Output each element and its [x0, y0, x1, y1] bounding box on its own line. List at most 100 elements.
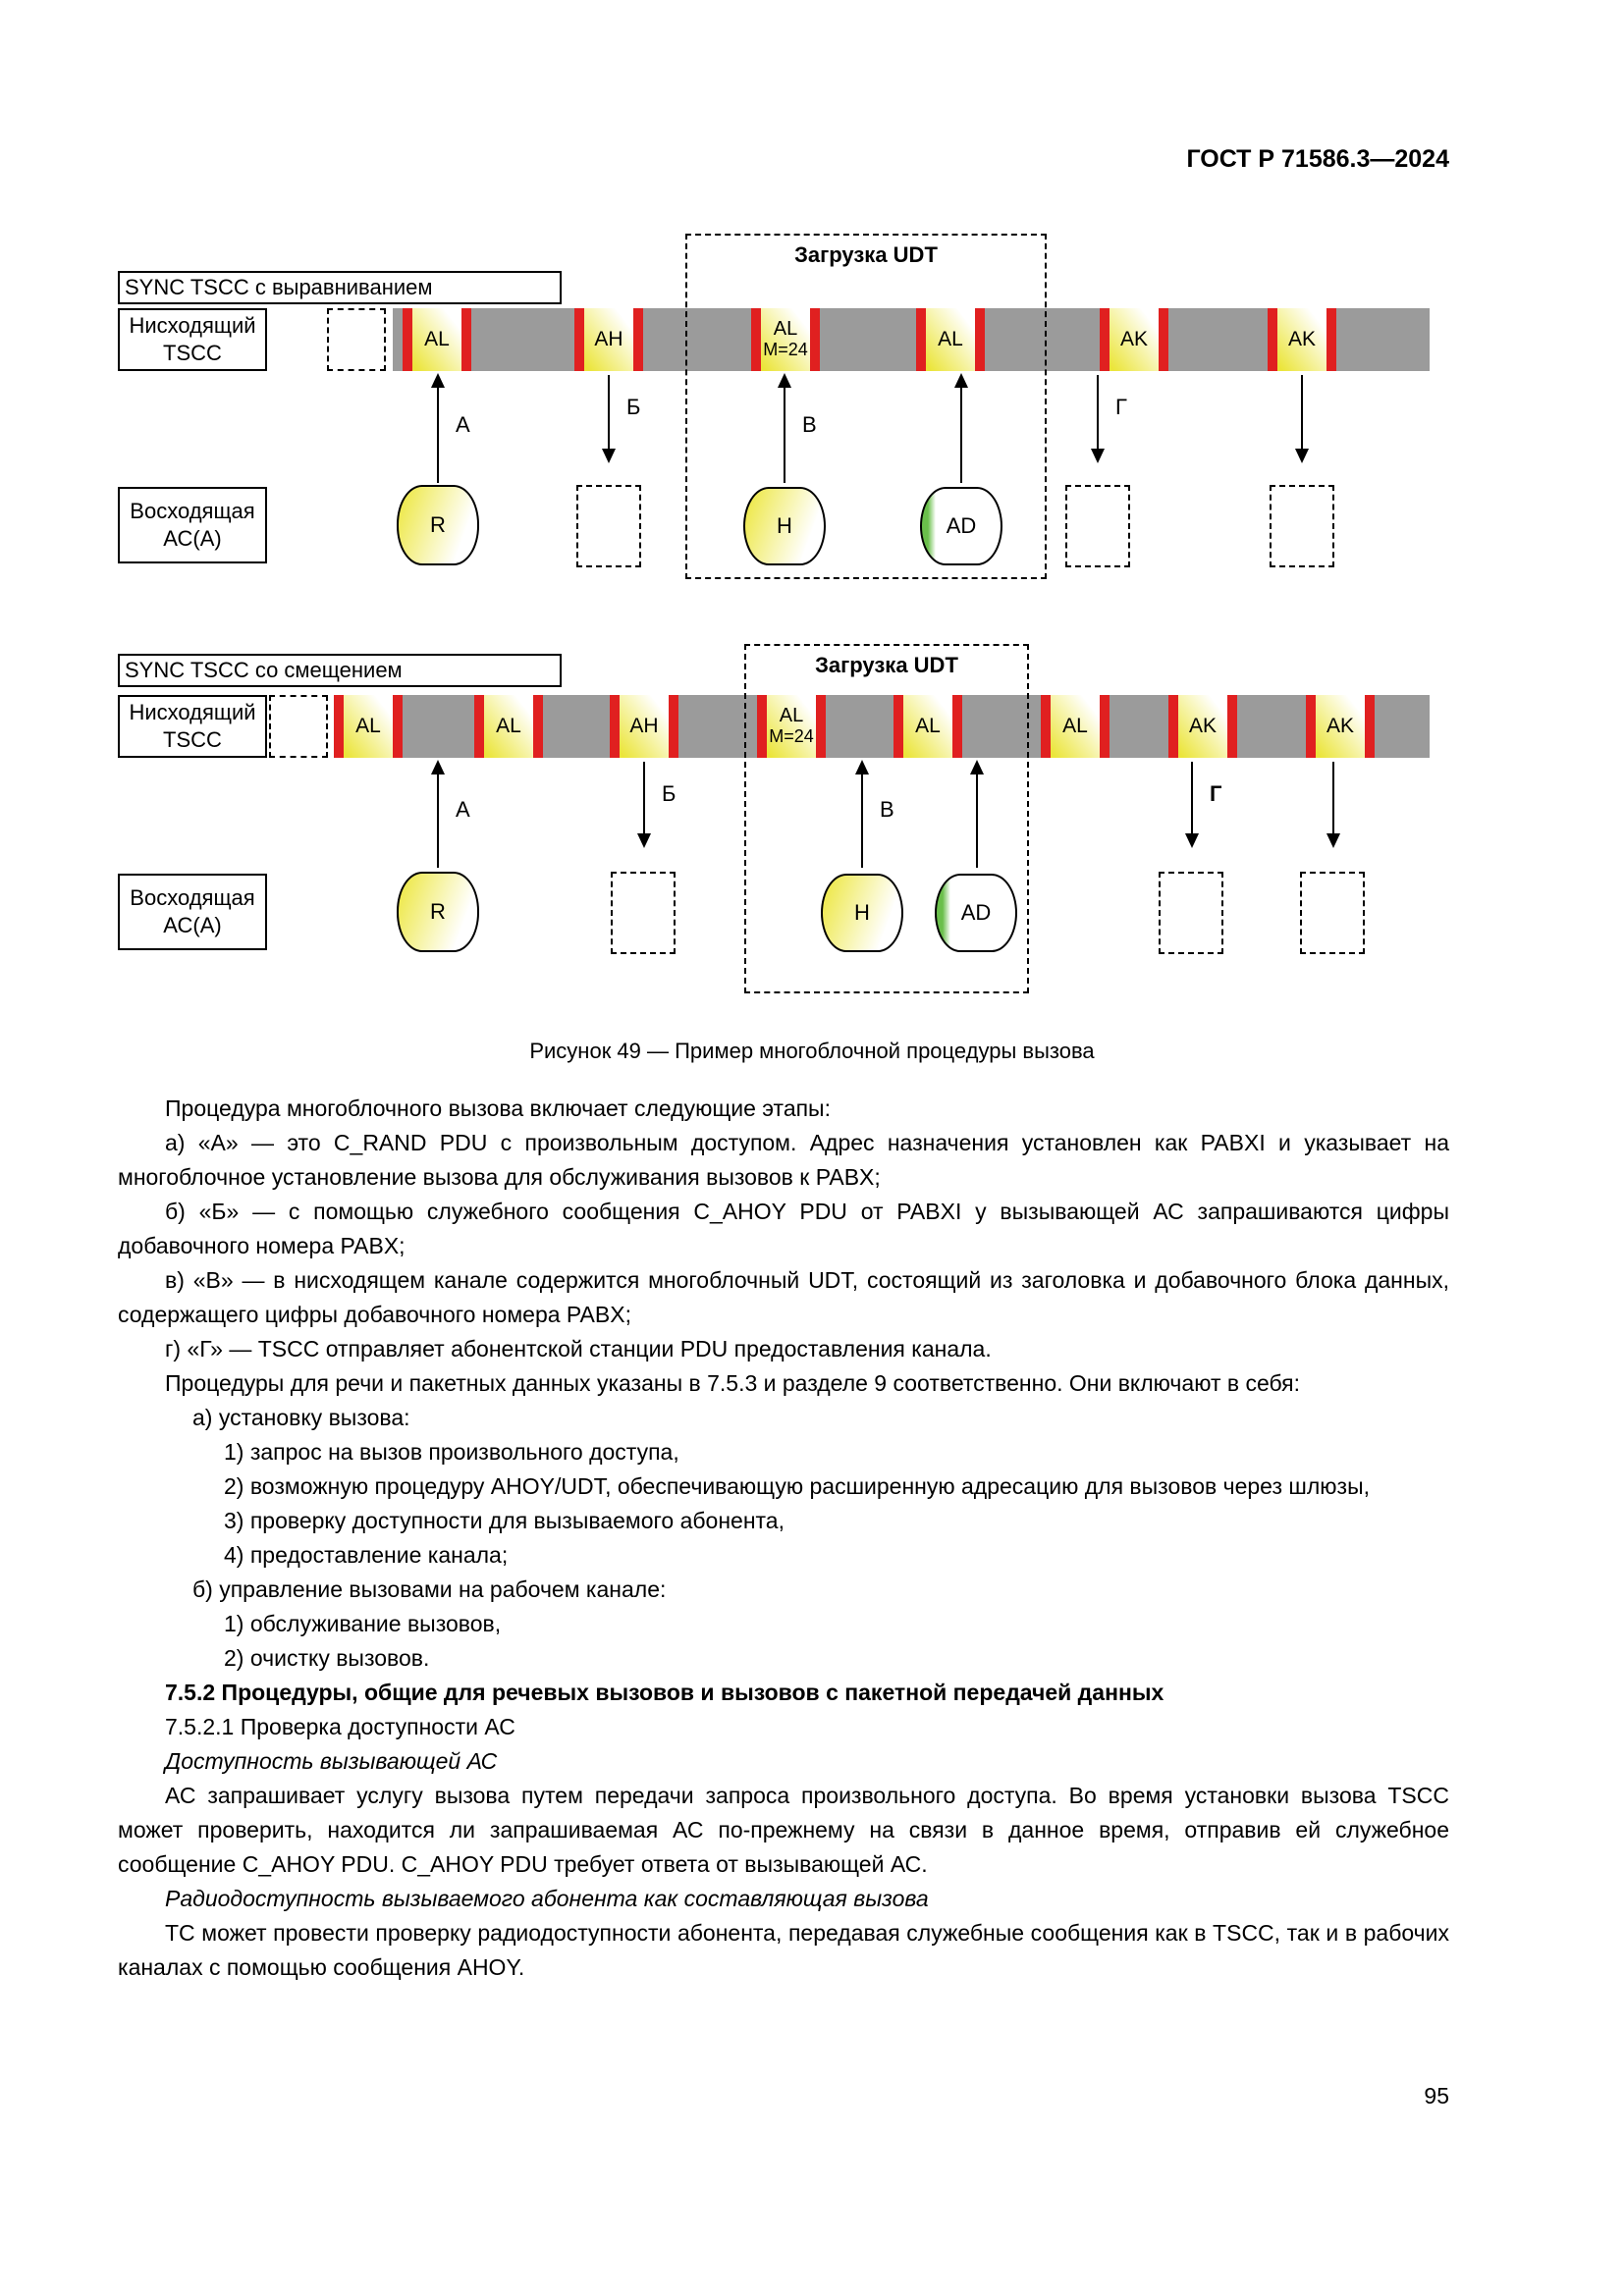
arrow-down-g — [1091, 375, 1105, 463]
uplink-block-h: H — [821, 874, 903, 952]
arrow-down-b — [602, 375, 616, 463]
downlink-channel-label: Нисходящий TSCC — [118, 308, 267, 371]
arrow-label-a: А — [456, 797, 470, 822]
uplink-label-line2: АС(А) — [163, 913, 222, 937]
uplink-channel-label: Восходящая АС(А) — [118, 487, 267, 563]
udt-load-label: Загрузка UDT — [815, 653, 958, 677]
sync-title-offset: SYNC TSCC со смещением — [118, 654, 562, 687]
arrow-label-v: В — [802, 412, 817, 437]
sync-title-aligned: SYNC TSCC с выравниванием — [118, 271, 562, 304]
tscc-slot-ak: AK — [1168, 695, 1237, 758]
arrow-label-a: А — [456, 412, 470, 437]
uplink-block-r: R — [397, 872, 479, 952]
slot-label: AK — [1326, 715, 1354, 737]
arrow-down-ak — [1295, 375, 1309, 463]
slot-label: AK — [1119, 328, 1148, 350]
tscc-slot-al: AL — [916, 308, 985, 371]
empty-uplink-box — [611, 872, 676, 954]
sync-title-text: SYNC TSCC со смещением — [125, 658, 403, 682]
arrow-label-g: Г — [1210, 781, 1222, 806]
empty-uplink-box — [1065, 485, 1130, 567]
arrow-down-g — [1185, 762, 1199, 848]
figure-caption: Рисунок 49 — Пример многоблочной процеду… — [529, 1039, 1095, 1063]
section-heading: 7.5.2 Процедуры, общие для речевых вызов… — [165, 1680, 1164, 1705]
arrow-up-ad — [970, 760, 984, 868]
empty-slot-box — [269, 695, 328, 758]
paragraph: ТС может провести проверку радиодоступно… — [118, 1920, 1449, 1980]
slot-label: AL — [915, 715, 941, 737]
uplink-label-line1: Восходящая — [130, 499, 255, 523]
uplink-block-h: H — [743, 487, 826, 565]
paragraph: б) «Б» — с помощью служебного сообщения … — [118, 1199, 1449, 1258]
slot-label: AL — [938, 328, 963, 350]
body-text: Процедура многоблочного вызова включает … — [118, 1092, 1449, 1985]
arrow-up-ad — [954, 373, 968, 483]
slot-label: AH — [629, 715, 659, 737]
udt-load-box: Загрузка UDT — [744, 644, 1029, 993]
tscc-slot-ak: AK — [1268, 308, 1336, 371]
tscc-slot-al: AL — [474, 695, 543, 758]
arrow-label-b: Б — [626, 395, 641, 419]
uplink-label-line1: Восходящая — [130, 885, 255, 910]
arrow-label-v: В — [880, 797, 894, 822]
block-label: R — [430, 512, 446, 537]
slot-label: AL — [773, 318, 798, 340]
empty-uplink-box — [1159, 872, 1223, 954]
tscc-downlink-strip — [393, 308, 1430, 371]
list-item: 3) проверку доступности для вызываемого … — [224, 1508, 785, 1533]
downlink-label-line2: TSCC — [163, 341, 222, 365]
slot-label: AK — [1287, 328, 1316, 350]
paragraph: АС запрашивает услугу вызова путем перед… — [118, 1783, 1449, 1877]
block-label: H — [854, 900, 870, 925]
tscc-slot-al: AL — [1041, 695, 1110, 758]
italic-heading: Радиодоступность вызываемого абонента ка… — [165, 1886, 929, 1911]
italic-heading: Доступность вызывающей АС — [165, 1748, 498, 1774]
slot-label: AL — [779, 705, 804, 726]
downlink-label-line1: Нисходящий — [129, 313, 256, 338]
list-item: б) управление вызовами на рабочем канале… — [192, 1576, 667, 1602]
doc-number: ГОСТ Р 71586.3—2024 — [1186, 145, 1449, 173]
slot-label: AH — [594, 328, 623, 350]
arrow-up-v — [778, 373, 791, 483]
slot-label: AK — [1188, 715, 1217, 737]
empty-uplink-box — [576, 485, 641, 567]
list-item: 1) запрос на вызов произвольного доступа… — [224, 1439, 679, 1465]
downlink-channel-label: Нисходящий TSCC — [118, 695, 267, 758]
slot-label: AL — [424, 328, 450, 350]
arrow-label-b: Б — [662, 781, 677, 806]
arrow-label-g: Г — [1115, 395, 1127, 419]
tscc-slot-ak: AK — [1306, 695, 1375, 758]
uplink-block-r: R — [397, 485, 479, 565]
tscc-slot-ak: AK — [1100, 308, 1168, 371]
slot-sublabel: M=24 — [763, 340, 808, 359]
list-item: 2) возможную процедуру AHOY/UDT, обеспеч… — [224, 1473, 1370, 1499]
uplink-block-ad: AD — [920, 487, 1002, 565]
paragraph: Процедуры для речи и пакетных данных ука… — [165, 1370, 1301, 1396]
tscc-slot-al-m24: AL M=24 — [751, 308, 820, 371]
udt-load-label: Загрузка UDT — [794, 242, 938, 267]
arrow-down-ak — [1326, 762, 1340, 848]
page-number: 95 — [1424, 2083, 1449, 2109]
paragraph: в) «В» — в нисходящем канале содержится … — [118, 1267, 1449, 1327]
paragraph: а) «А» — это C_RAND PDU с произвольным д… — [118, 1130, 1449, 1190]
uplink-channel-label: Восходящая АС(А) — [118, 874, 267, 950]
list-item: 2) очистку вызовов. — [224, 1645, 430, 1671]
uplink-block-ad: AD — [935, 874, 1017, 952]
block-label: AD — [946, 513, 977, 538]
udt-load-box: Загрузка UDT — [685, 234, 1047, 579]
tscc-slot-ah: AH — [610, 695, 678, 758]
slot-label: AL — [496, 715, 521, 737]
uplink-label-line2: АС(А) — [163, 526, 222, 551]
slot-label: AL — [355, 715, 381, 737]
arrow-down-b — [637, 762, 651, 848]
slot-sublabel: M=24 — [769, 726, 814, 746]
subsection-heading: 7.5.2.1 Проверка доступности АС — [165, 1714, 515, 1739]
slot-label: AL — [1062, 715, 1088, 737]
list-item: 1) обслуживание вызовов, — [224, 1611, 502, 1636]
block-label: AD — [960, 900, 992, 925]
empty-uplink-box — [1300, 872, 1365, 954]
tscc-slot-al-m24: AL M=24 — [757, 695, 826, 758]
list-item: 4) предоставление канала; — [224, 1542, 509, 1568]
